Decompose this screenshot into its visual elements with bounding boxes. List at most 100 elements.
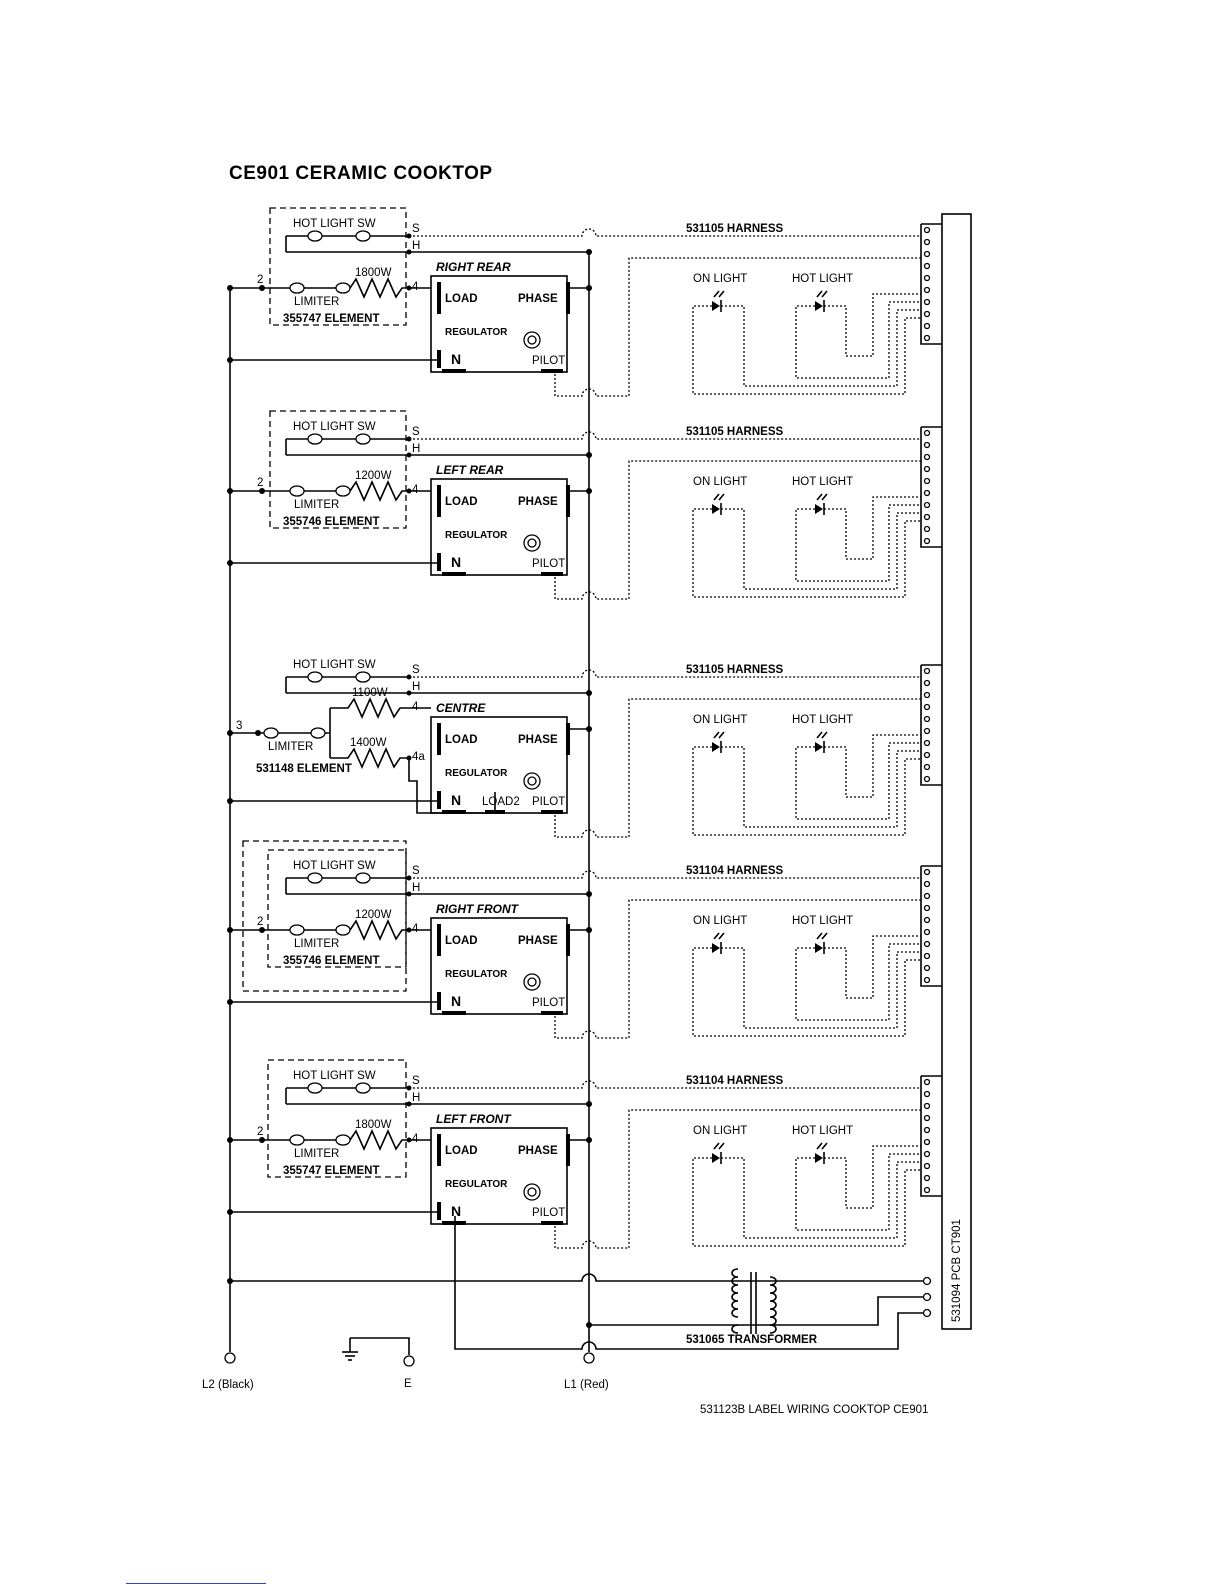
junction-dot [227,285,233,291]
pcb-pin [923,501,931,509]
limiter-contact-icon [310,727,326,739]
heating-element-resistor-icon [349,919,431,941]
pcb-pin [923,1138,931,1146]
l2-terminal [224,1352,236,1364]
neutral-label: N [451,1203,461,1219]
pcb-pin [923,1078,931,1086]
hot-light-wire [795,301,921,379]
switch-contact-icon [307,1082,323,1094]
hot-light-wire [824,734,921,798]
hot-light-led-icon [815,504,823,514]
neutral-label: N [451,351,461,367]
switch-contact-icon [355,1082,371,1094]
terminal-dot [406,1085,412,1091]
regulator-knob-icon [527,1187,537,1197]
wattage-label: 1100W [352,687,388,699]
terminal-s-label: S [412,664,420,676]
output-terminal-label: 4 [412,923,419,935]
pcb-pin [923,453,931,461]
light-emission-icon [816,290,828,298]
regulator-label: REGULATOR [445,1179,508,1190]
junction-dot [586,1137,592,1143]
l1-label: L1 (Red) [564,1379,609,1391]
neutral-label: N [451,993,461,1009]
pcb-pin [923,250,931,258]
hot-light-sw-label: HOT LIGHT SW [293,421,376,433]
heating-element-resistor-icon [330,697,431,719]
hot-light-led-icon [815,742,823,752]
label-reference: 531123B LABEL WIRING COOKTOP CE901 [700,1404,928,1416]
heating-element-resistor-icon [330,747,409,769]
light-emission-icon [816,493,828,501]
energy-regulator-box [430,917,568,1015]
hot-light-sw-label: HOT LIGHT SW [293,1070,376,1082]
on-light-wire [721,947,921,1029]
switch-contact-icon [355,671,371,683]
l1-terminal [583,1352,595,1364]
on-light-wire [692,947,921,1037]
pcb-pin [923,964,931,972]
pcb-pin [923,513,931,521]
pcb-strip [941,213,972,1330]
load-label: LOAD [445,496,478,508]
switch-contact-icon [307,230,323,242]
regulator-knob-icon [527,977,537,987]
on-light-led-icon [712,742,720,752]
element-enclosure [269,207,407,326]
phase-label: PHASE [518,496,558,508]
pilot-label: PILOT [532,997,565,1009]
on-light-label: ON LIGHT [693,1125,747,1137]
regulator-knob-icon [527,335,537,345]
hot-light-wire [824,1145,921,1209]
wattage-label: 1200W [355,909,392,921]
pcb-pin [923,274,931,282]
pcb-pin [923,441,931,449]
junction-dot [586,726,592,732]
limiter-contact-icon [289,1134,305,1146]
terminal-s-label: S [412,426,420,438]
terminal-dot [406,927,412,933]
switch-contact-icon [355,230,371,242]
neutral-label: N [451,554,461,570]
hot-light-wire [795,504,921,582]
element-enclosure [269,410,407,529]
regulator-label: REGULATOR [445,327,508,338]
harness-wire [413,1080,921,1089]
load-label: LOAD [445,1145,478,1157]
hot-light-label: HOT LIGHT [792,714,853,726]
pcb-pin [923,1186,931,1194]
energy-regulator-box [430,716,568,814]
pcb-pin [923,727,931,735]
pcb-pin [923,226,931,234]
input-terminal-label: 2 [257,1126,263,1138]
input-terminal-label: 2 [257,274,263,286]
harness-wire [413,228,921,237]
limiter-contact-icon [289,924,305,936]
pcb-pin [923,537,931,545]
heating-element-resistor-icon [349,1129,431,1151]
on-light-led-icon [712,943,720,953]
on-light-wire [692,746,921,836]
harness-label: 531105 HARNESS [686,426,783,438]
wattage-label: 1800W [355,1119,392,1131]
pcb-pin [923,691,931,699]
pcb-pin [923,904,931,912]
junction-dot [227,730,233,736]
phase-label: PHASE [518,935,558,947]
load-label: LOAD [445,734,478,746]
hot-light-sw-label: HOT LIGHT SW [293,218,376,230]
element-part-label: 531148 ELEMENT [256,763,352,775]
limiter-contact-icon [289,282,305,294]
limiter-label: LIMITER [294,938,339,950]
element-enclosure [242,840,407,992]
transformer-secondary-coil-icon [769,1276,777,1334]
pcb-label: 531094 PCB CT901 [951,1219,963,1322]
on-light-led-icon [712,504,720,514]
pilot-wire [554,257,921,397]
on-light-label: ON LIGHT [693,714,747,726]
terminal-dot [406,891,412,897]
hot-light-wire [824,496,921,560]
on-light-wire [692,508,921,598]
